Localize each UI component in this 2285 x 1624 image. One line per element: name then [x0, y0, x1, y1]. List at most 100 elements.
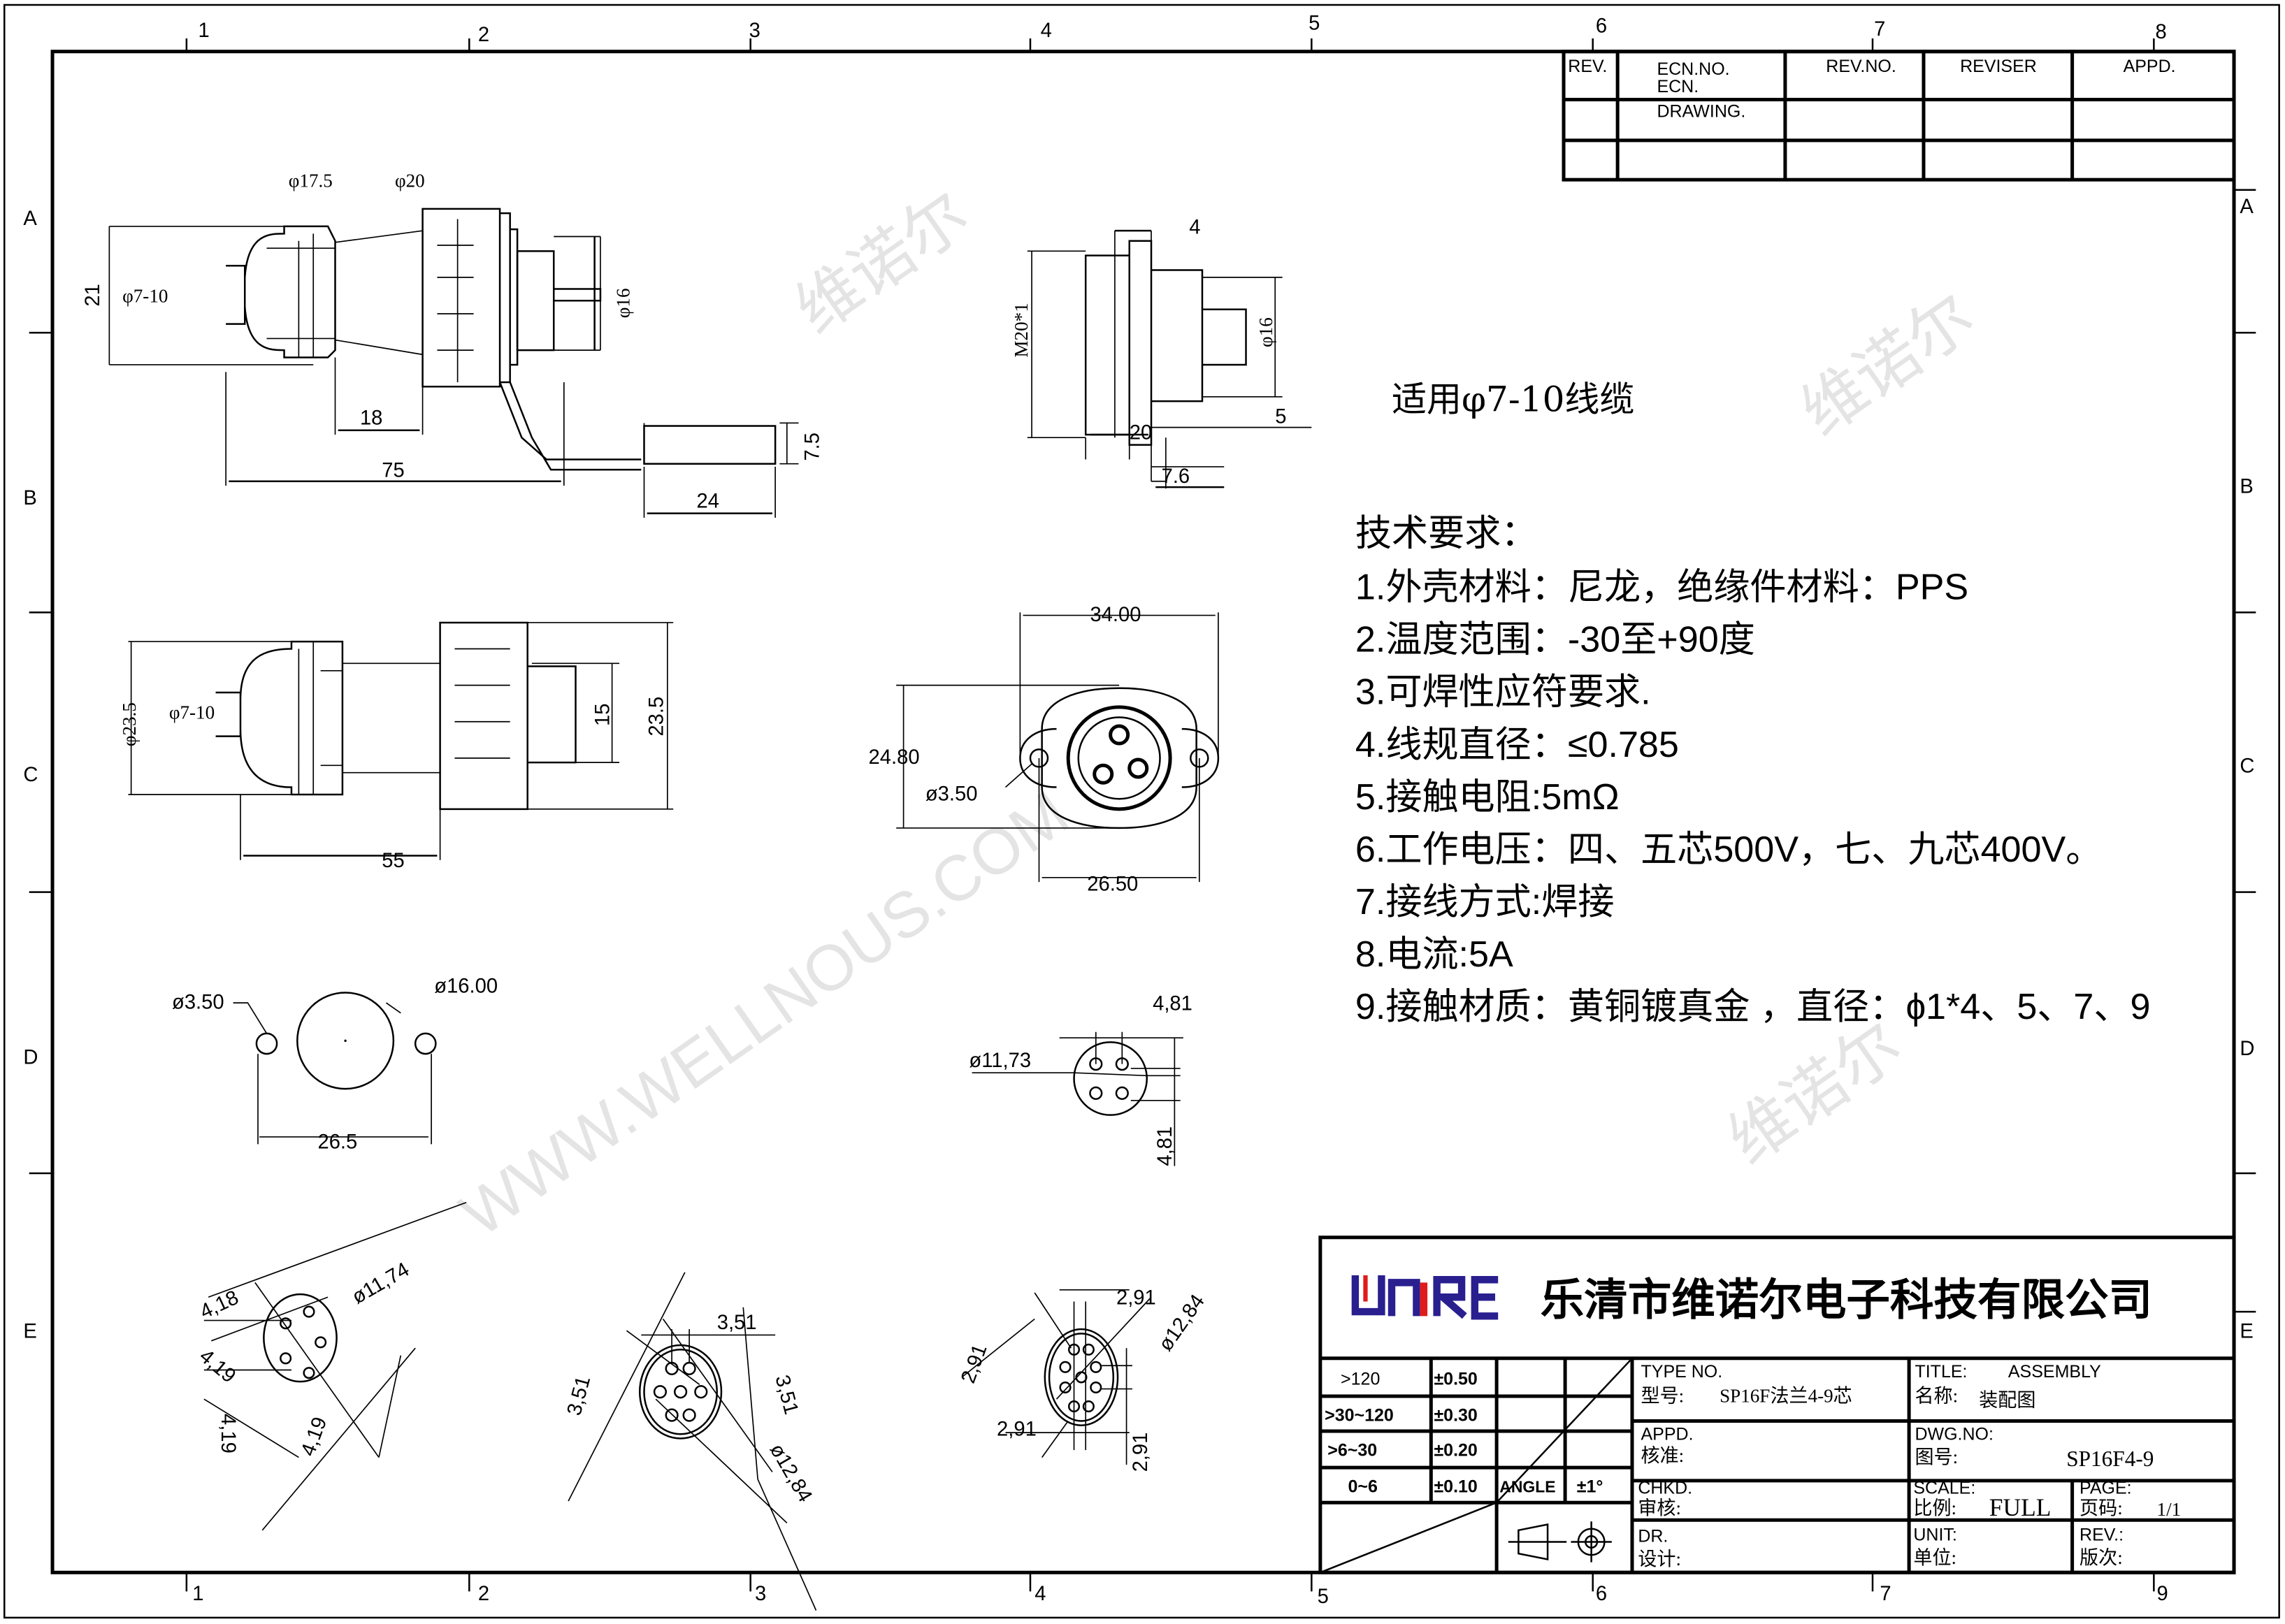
ecn-header: ECN. [1657, 77, 1699, 96]
col-label: 3 [755, 1583, 766, 1605]
tol-range: 0~6 [1348, 1477, 1377, 1497]
projection-symbol-icon [1508, 1521, 1612, 1563]
dim-24: 24 [697, 490, 719, 512]
dim-55: 55 [382, 850, 404, 872]
dim-d20: φ20 [395, 171, 425, 191]
angle-tol: ±1° [1577, 1477, 1603, 1497]
col-label: 6 [1596, 15, 1607, 38]
reviser-header: REVISER [1960, 57, 2037, 76]
dim-d17-5: φ17.5 [289, 171, 333, 191]
dim-2-91-c: 2,91 [997, 1418, 1037, 1440]
col-label: 3 [749, 20, 761, 42]
plug-view-dims: φ7-10 φ23.5 15 23.5 55 [119, 697, 668, 872]
flange-side-dims: M20*1 4 φ16 20 5 7.6 [1011, 216, 1287, 488]
title-label: TITLE: [1915, 1362, 1967, 1382]
pin5-view [203, 1201, 467, 1531]
type-no-label: TYPE NO. [1641, 1362, 1723, 1382]
col-label: 1 [192, 1583, 203, 1605]
row-label: E [23, 1321, 36, 1343]
page-label: PAGE: [2079, 1479, 2132, 1498]
tol-range: >120 [1341, 1369, 1380, 1389]
requirement-item: 1.外壳材料：尼龙，绝缘件材料：PPS [1355, 567, 1968, 608]
tol-value: ±0.10 [1434, 1477, 1477, 1497]
dim-23-5: 23.5 [646, 697, 668, 737]
dim-24-80: 24.80 [869, 746, 920, 769]
dim-18: 18 [360, 407, 382, 429]
outer-border [3, 3, 2280, 1619]
chkd-label: CHKD. [1638, 1479, 1692, 1498]
col-label: 2 [478, 1583, 489, 1605]
scale-label: SCALE: [1913, 1479, 1975, 1498]
name-value: 装配图 [1979, 1390, 2035, 1411]
tol-value: ±0.50 [1434, 1369, 1477, 1389]
dwg-no-cn: 图号: [1915, 1447, 1958, 1467]
company-name: 乐清市维诺尔电子科技有限公司 [1541, 1274, 2152, 1325]
panel-cutout-view [233, 992, 437, 1145]
rev-cn: 版次: [2079, 1547, 2123, 1568]
appd-cn: 核准: [1641, 1445, 1685, 1466]
page-value: 1/1 [2157, 1499, 2182, 1520]
row-label: E [2240, 1321, 2253, 1343]
row-label: C [23, 764, 38, 786]
dim-cable: φ7-10 [169, 702, 215, 723]
chkd-cn: 审核: [1638, 1498, 1681, 1518]
rev-header: REV. [1568, 57, 1607, 76]
dim-20: 20 [1130, 421, 1152, 444]
dim-thread: M20*1 [1011, 303, 1032, 357]
revision-table: REV. ECN.NO. ECN. REV.NO. REVISER APPD. … [1562, 50, 2236, 182]
dim-hole: ø3.50 [172, 991, 224, 1013]
drawing-label: DRAWING. [1657, 102, 1745, 122]
col-label: 6 [1596, 1583, 1607, 1605]
dim-7-5: 7.5 [802, 433, 824, 461]
pin4-view [972, 1031, 1183, 1166]
dim-d16: φ16 [1255, 317, 1276, 347]
dim-5: 5 [1275, 405, 1286, 428]
dim-cable: φ7-10 [122, 285, 168, 306]
type-no-value: SP16F法兰4-9芯 [1720, 1385, 1852, 1406]
technical-requirements: 技术要求： 1.外壳材料：尼龙，绝缘件材料：PPS 2.温度范围：-30至+90… [1355, 513, 2151, 1027]
flange-front-view [896, 612, 1220, 883]
col-label: 4 [1035, 1583, 1046, 1605]
pin9-view [961, 1289, 1152, 1465]
grid-ticks [29, 38, 2256, 1592]
dim-75: 75 [382, 459, 404, 481]
dim-hole: ø3.50 [925, 783, 978, 805]
tol-range: >30~120 [1325, 1405, 1394, 1425]
dim-3-51-a: 3,51 [717, 1312, 757, 1334]
row-label: A [23, 208, 37, 230]
row-label: C [2240, 755, 2254, 778]
col-label: 8 [2155, 21, 2166, 43]
dwg-no-value: SP16F4-9 [2066, 1447, 2154, 1471]
flange-front-dims: 34.00 24.80 ø3.50 26.50 [869, 604, 1141, 896]
col-label: 4 [1041, 20, 1052, 42]
unit-label: UNIT: [1913, 1525, 1957, 1544]
requirement-item: 4.线规直径：≤0.785 [1355, 725, 1679, 765]
side-view [108, 208, 799, 518]
appd-label: APPD. [1641, 1425, 1694, 1444]
panel-cutout-dims: ø3.50 ø16.00 26.5 [172, 976, 498, 1154]
row-label: B [23, 487, 36, 509]
unit-cn: 单位: [1913, 1547, 1956, 1568]
side-view-dims: φ17.5 φ20 21 φ7-10 φ16 18 75 7.5 24 [82, 171, 824, 513]
requirement-item: 7.接线方式:焊接 [1355, 882, 1615, 922]
requirement-item: 5.接触电阻:5mΩ [1355, 777, 1620, 818]
dim-4-81-v: 4,81 [1154, 1126, 1176, 1166]
row-label: D [2240, 1038, 2254, 1060]
title-block: 乐清市维诺尔电子科技有限公司 >120 ±0.50 >30~120 ±0.30 … [1318, 1235, 2236, 1574]
angle-label: ANGLE [1499, 1478, 1555, 1496]
name-cn: 名称: [1915, 1385, 1958, 1406]
dwg-no-label: DWG.NO: [1915, 1425, 1994, 1444]
requirement-item: 8.电流:5A [1355, 934, 1513, 975]
dim-d16: φ16 [613, 289, 634, 319]
company-logo [1351, 1275, 1499, 1320]
dim-34: 34.00 [1090, 604, 1141, 626]
col-label: 7 [1874, 18, 1885, 41]
col-label: 9 [2157, 1583, 2168, 1605]
requirement-item: 9.接触材质：黄铜镀真金 ，直径：ɸ1*4、5、7、9 [1355, 987, 2151, 1027]
dim-2-91-a: 2,91 [1116, 1287, 1156, 1310]
dr-label: DR. [1638, 1526, 1668, 1546]
dim-d23-5: φ23.5 [119, 702, 140, 746]
col-label: 7 [1880, 1583, 1891, 1605]
col-label: 2 [478, 24, 489, 46]
